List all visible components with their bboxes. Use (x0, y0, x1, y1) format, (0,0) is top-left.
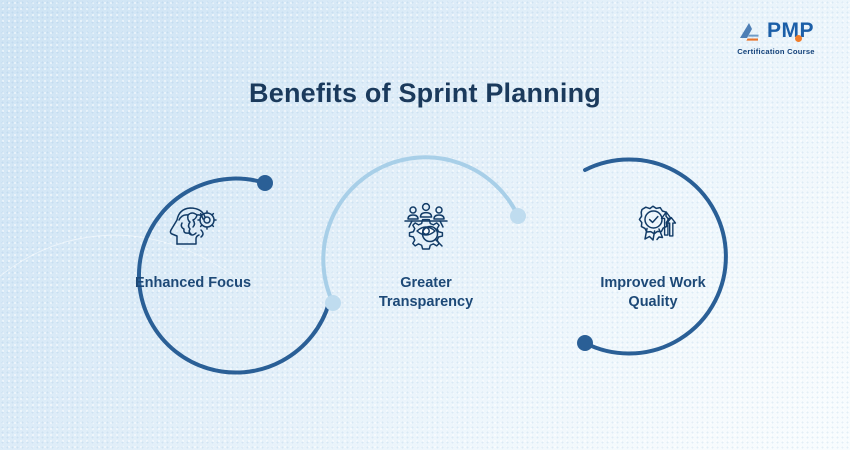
team-gear-eye-icon (341, 196, 511, 256)
curve-greater-transparency (321, 155, 520, 305)
pmp-logo-tagline: Certification Course (737, 47, 815, 56)
pmp-logo-accent-dot-icon (795, 35, 802, 42)
pmp-logo-wordmark: PMP (766, 18, 814, 42)
benefit-item-improved-work-quality[interactable]: Improved Work Quality (568, 196, 738, 312)
benefit-label-improved-work-quality: Improved Work Quality (600, 275, 706, 311)
endpoint-dot-transparency-end (510, 208, 526, 224)
benefit-label-enhanced-focus: Enhanced Focus (134, 275, 252, 291)
page-title: Benefits of Sprint Planning (249, 78, 601, 108)
head-brain-gear-icon (108, 196, 278, 256)
endpoint-dot-enhanced-focus (257, 175, 273, 191)
endpoint-dot-improved-work-quality (577, 335, 593, 351)
curve-improved-work-quality (583, 157, 728, 356)
endpoint-dot-transparency-start (325, 295, 341, 311)
pmp-logo[interactable]: PMP Certification Course (724, 18, 828, 57)
benefit-label-greater-transparency: Greater Transparency (378, 275, 474, 311)
curve-enhanced-focus (136, 176, 331, 375)
benefit-item-enhanced-focus[interactable]: Enhanced Focus (108, 196, 278, 293)
quality-badge-arrows-icon (568, 196, 738, 256)
benefit-item-greater-transparency[interactable]: Greater Transparency (341, 196, 511, 312)
pmp-logo-mark-icon (739, 22, 759, 41)
